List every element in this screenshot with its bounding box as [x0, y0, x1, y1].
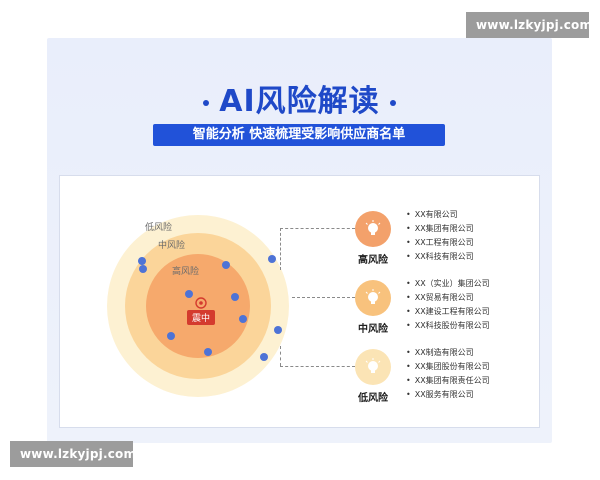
- supplier-pin: [231, 293, 239, 301]
- epicenter-marker: [195, 297, 207, 309]
- ring-label-mid: 中风险: [158, 241, 186, 251]
- epicenter-dot: [199, 301, 203, 305]
- title-dot-right: [389, 99, 396, 106]
- high-risk-label: 高风险: [358, 255, 388, 266]
- supplier-pin: [204, 348, 212, 356]
- company-item: XX服务有限公司: [406, 388, 490, 402]
- subtitle-banner: 智能分析 快速梳理受影响供应商名单: [153, 124, 445, 146]
- watermark-bottom: www.lzkyjpj.com: [10, 441, 136, 467]
- leader-line-high-vertical: [280, 228, 281, 270]
- low-risk-label: 低风险: [358, 393, 388, 404]
- watermark-top: www.lzkyjpj.com: [466, 12, 592, 38]
- risk-card: AI风险解读 智能分析 快速梳理受影响供应商名单: [47, 38, 552, 443]
- company-item: XX（实业）集团公司: [406, 277, 490, 291]
- mid-risk-bulb-icon: [355, 280, 391, 316]
- company-item: XX集团股份有限公司: [406, 360, 490, 374]
- company-item: XX有限公司: [406, 208, 474, 222]
- low-risk-company-list: XX制造有限公司 XX集团股份有限公司 XX集团有限责任公司 XX服务有限公司: [406, 346, 490, 402]
- company-item: XX建设工程有限公司: [406, 305, 490, 319]
- supplier-pin: [167, 332, 175, 340]
- mid-risk-company-list: XX（实业）集团公司 XX贸易有限公司 XX建设工程有限公司 XX科技股份有限公…: [406, 277, 490, 333]
- supplier-pin: [239, 315, 247, 323]
- supplier-pin: [222, 261, 230, 269]
- supplier-pin: [260, 353, 268, 361]
- supplier-pin: [138, 257, 147, 272]
- leader-line-mid: [292, 297, 355, 298]
- low-risk-bulb-icon: [355, 349, 391, 385]
- company-item: XX科技股份有限公司: [406, 319, 490, 333]
- company-item: XX集团有限责任公司: [406, 374, 490, 388]
- high-risk-company-list: XX有限公司 XX集团有限公司 XX工程有限公司 XX科技有限公司: [406, 208, 474, 264]
- title-dot-left: [203, 99, 210, 106]
- supplier-pin: [185, 290, 193, 298]
- supplier-pin: [139, 265, 147, 273]
- supplier-pin: [274, 326, 282, 334]
- company-item: XX工程有限公司: [406, 236, 474, 250]
- company-item: XX科技有限公司: [406, 250, 474, 264]
- mid-risk-label: 中风险: [358, 324, 388, 335]
- title-text: AI风险解读: [219, 84, 380, 119]
- risk-panel: 低风险 中风险 高风险 震中 高风险 XX有限公司 XX集团有限公司 XX工程有…: [59, 175, 540, 428]
- ring-label-high: 高风险: [172, 267, 200, 277]
- high-risk-ring: [146, 254, 250, 358]
- company-item: XX制造有限公司: [406, 346, 490, 360]
- leader-line-low: [280, 366, 355, 367]
- leader-line-low-vertical: [280, 346, 281, 366]
- supplier-pin: [268, 255, 276, 263]
- high-risk-bulb-icon: [355, 211, 391, 247]
- ring-label-low: 低风险: [145, 223, 173, 233]
- page-title: AI风险解读: [47, 76, 552, 120]
- risk-rings-diagram: [107, 215, 289, 397]
- company-item: XX集团有限公司: [406, 222, 474, 236]
- leader-line-high: [280, 228, 355, 229]
- company-item: XX贸易有限公司: [406, 291, 490, 305]
- epicenter-label: 震中: [187, 310, 216, 325]
